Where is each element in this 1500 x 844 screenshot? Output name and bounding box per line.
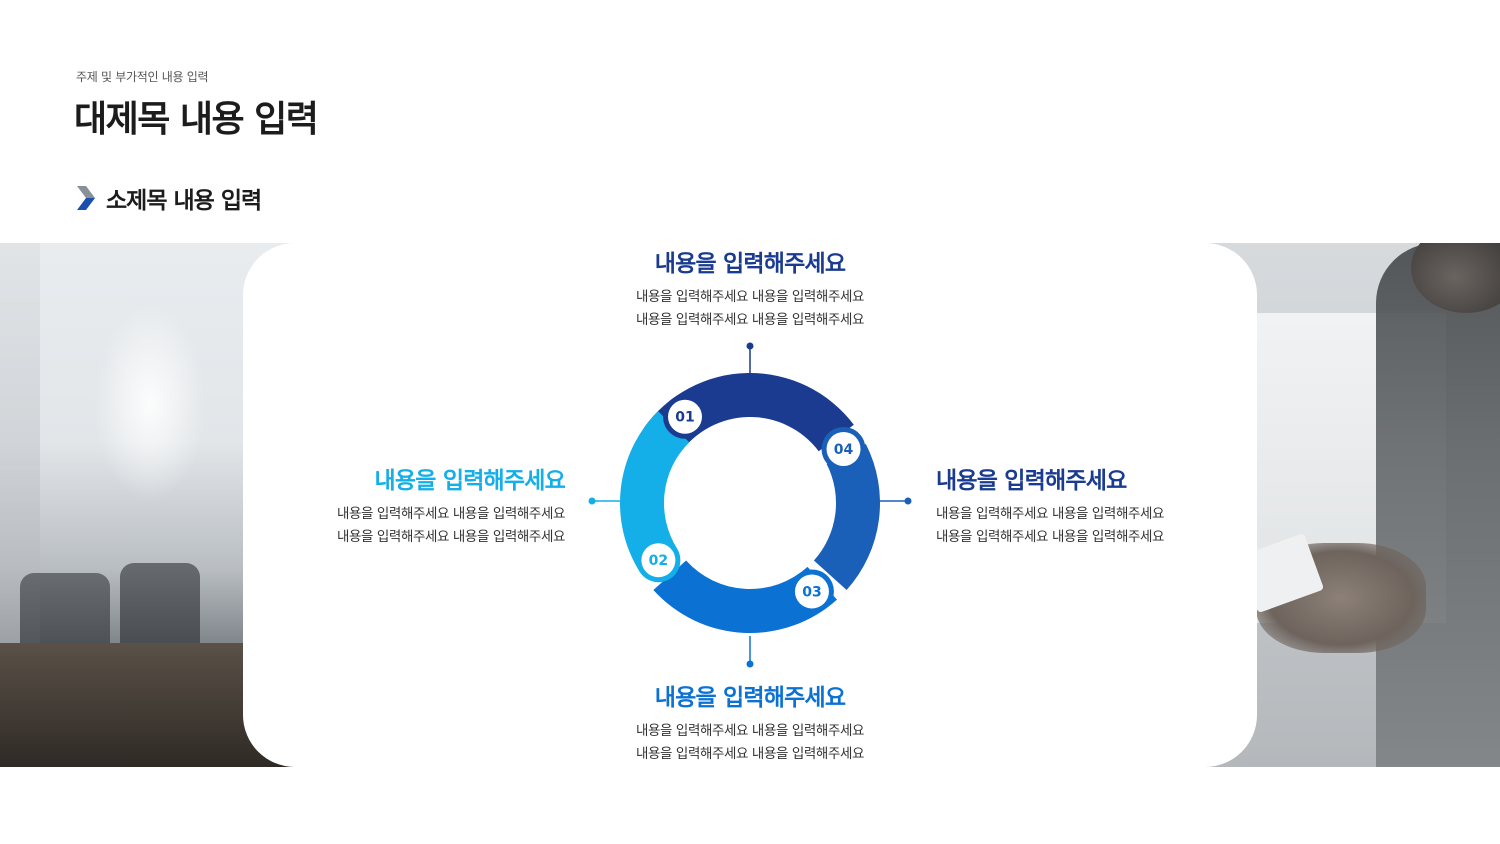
connector-dot-right [904, 497, 912, 505]
bottom-block-line-1: 내용을 입력해주세요 내용을 입력해주세요 [635, 723, 865, 739]
top-block-title: 내용을 입력해주세요 [654, 251, 846, 277]
subtitle: 소제목 내용 입력 [106, 188, 262, 214]
badge-04 [826, 432, 861, 466]
badge-03 [794, 574, 829, 609]
connector-dot-left [588, 497, 596, 505]
badge-02 [641, 543, 676, 578]
connector-dot-top [746, 342, 754, 350]
badge-label-03: 03 [802, 584, 821, 600]
right-block-title: 내용을 입력해주세요 [936, 468, 1127, 494]
header-eyebrow: 주제 및 부가적인 내용 입력 [76, 70, 209, 84]
top-block-line-1: 내용을 입력해주세요 내용을 입력해주세요 [635, 289, 865, 305]
top-block-text: 내용을 입력해주세요 내용을 입력해주세요 내용을 입력해주세요 내용을 입력해… [0, 286, 1500, 331]
left-block-line-2: 내용을 입력해주세요 내용을 입력해주세요 [336, 528, 565, 545]
right-block-line-2: 내용을 입력해주세요 내용을 입력해주세요 [936, 528, 1165, 545]
badge-label-02: 02 [649, 553, 668, 569]
badge-label-01: 01 [675, 410, 694, 426]
left-block-text: 내용을 입력해주세요 내용을 입력해주세요 내용을 입력해주세요 내용을 입력해… [337, 503, 565, 548]
chevron-right-icon [77, 186, 95, 210]
right-block-text: 내용을 입력해주세요 내용을 입력해주세요 내용을 입력해주세요 내용을 입력해… [936, 503, 1164, 548]
subtitle-row: 소제목 내용 입력 [75, 182, 262, 214]
bottom-block-text: 내용을 입력해주세요 내용을 입력해주세요 내용을 입력해주세요 내용을 입력해… [0, 720, 1500, 765]
ring-segment-03 [653, 560, 837, 634]
ring-segment-04 [813, 443, 881, 590]
top-block-line-2: 내용을 입력해주세요 내용을 입력해주세요 [635, 311, 865, 328]
badge-01 [668, 399, 703, 434]
right-block-line-1: 내용을 입력해주세요 내용을 입력해주세요 [936, 506, 1165, 522]
left-block-line-1: 내용을 입력해주세요 내용을 입력해주세요 [336, 506, 565, 522]
page-title: 대제목 내용 입력 [74, 99, 319, 140]
ring-segment-02 [620, 411, 690, 572]
content-panel [243, 243, 1257, 767]
connector-dot-bottom [746, 660, 754, 668]
left-block-title: 내용을 입력해주세요 [374, 468, 566, 494]
bottom-block-line-2: 내용을 입력해주세요 내용을 입력해주세요 [635, 745, 865, 762]
bottom-block-title: 내용을 입력해주세요 [654, 685, 846, 711]
badge-label-04: 04 [834, 442, 854, 458]
